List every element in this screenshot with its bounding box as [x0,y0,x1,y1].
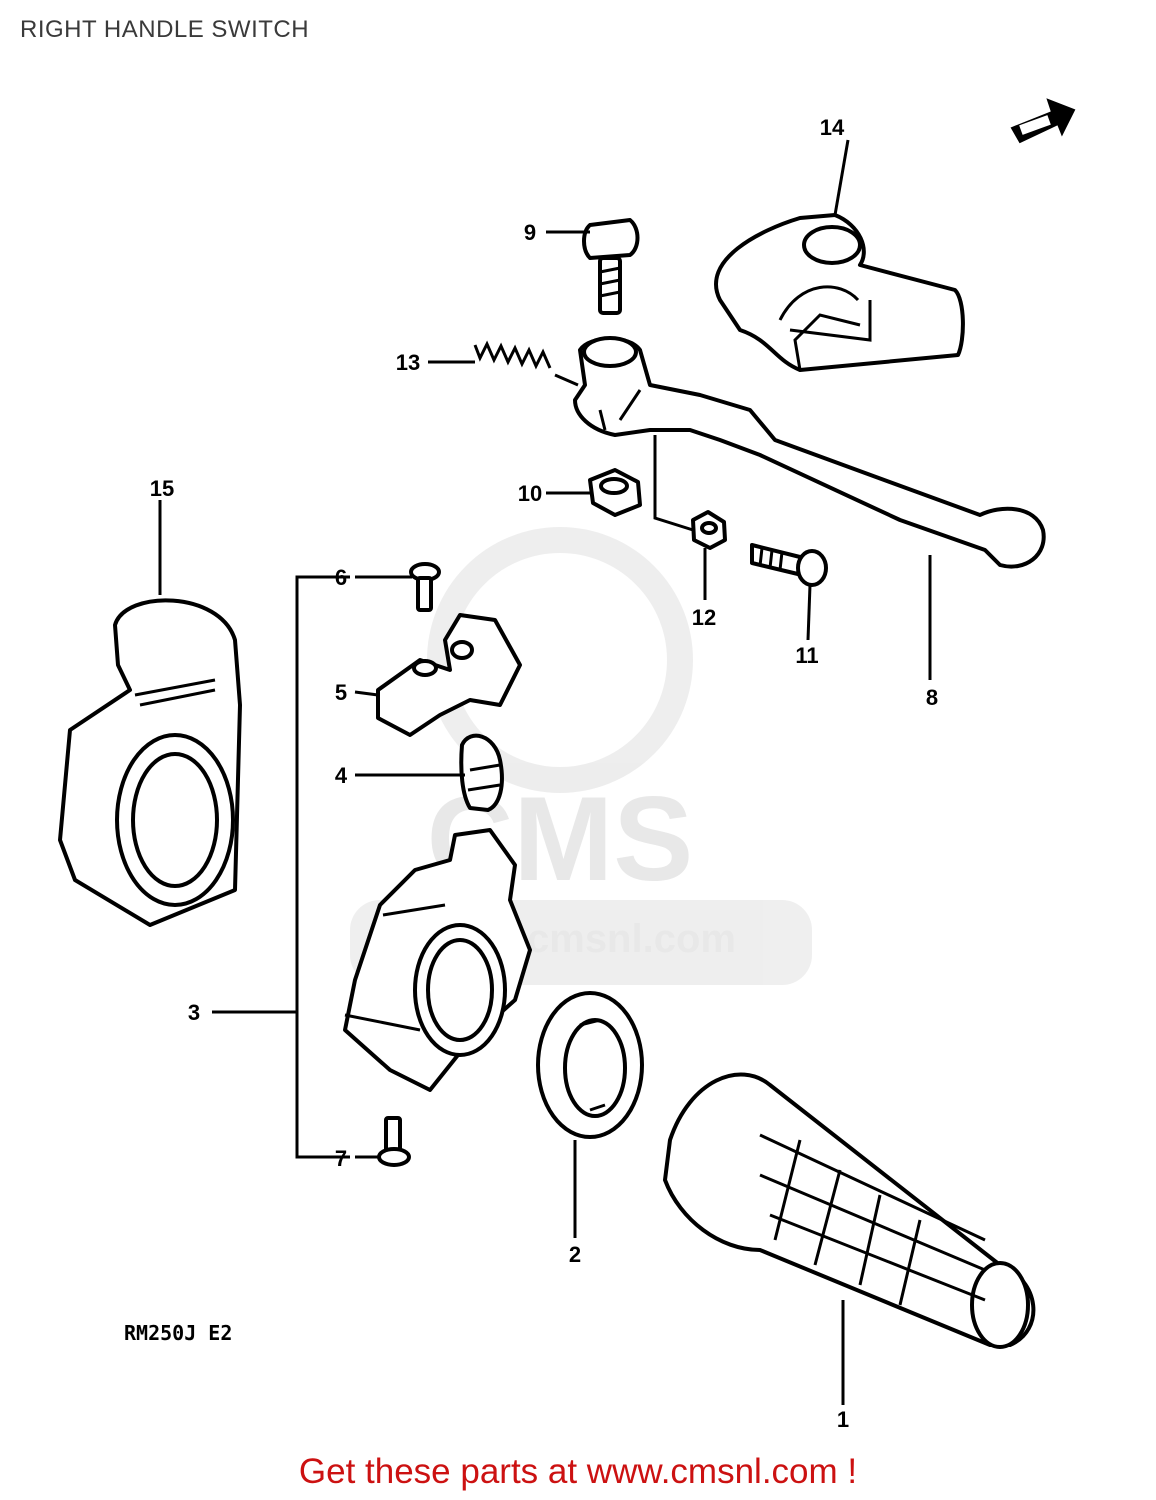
footer-link[interactable]: Get these parts at www.cmsnl.com ! [298,1452,858,1491]
callout-15: 15 [150,476,174,501]
part-9-pivot-bolt [582,218,640,315]
direction-arrow-icon [1010,98,1076,144]
part-10-nut [588,468,642,517]
leader-lines [158,139,932,1405]
callout-12: 12 [692,605,716,630]
part-3-switch-housing [343,828,532,1092]
callout-1: 1 [837,1407,849,1432]
part-5-clamp [376,613,522,737]
part-14-lever-cover [714,213,965,372]
callout-8: 8 [926,685,938,710]
page-title: RIGHT HANDLE SWITCH [20,16,310,43]
part-1-grip [663,1072,1036,1349]
callout-4: 4 [335,763,348,788]
callout-7: 7 [335,1146,347,1171]
part-15-switch-cover [58,598,242,927]
callout-9: 9 [524,220,536,245]
part-4-cable-guide [459,733,504,812]
callout-6: 6 [335,565,347,590]
callout-14: 14 [820,115,845,140]
callout-labels: 1 2 3 4 5 6 7 8 9 10 11 12 13 14 15 [150,115,938,1432]
part-8-lever [573,336,1046,569]
part-13-spring [473,340,552,370]
part-6-screw [409,562,441,612]
callout-11: 11 [795,643,818,668]
callout-3: 3 [188,1000,200,1025]
part-11-adjuster-screw [750,543,828,587]
callout-5: 5 [335,680,347,705]
callout-13: 13 [396,350,420,375]
part-12-nut [691,510,727,550]
callout-2: 2 [569,1242,581,1267]
model-code: RM250J E2 [124,1321,232,1345]
callout-10: 10 [518,481,542,506]
part-2-throttle-ring [536,991,644,1139]
part-7-screw [377,1116,411,1167]
assembly-bracket [212,575,350,1159]
